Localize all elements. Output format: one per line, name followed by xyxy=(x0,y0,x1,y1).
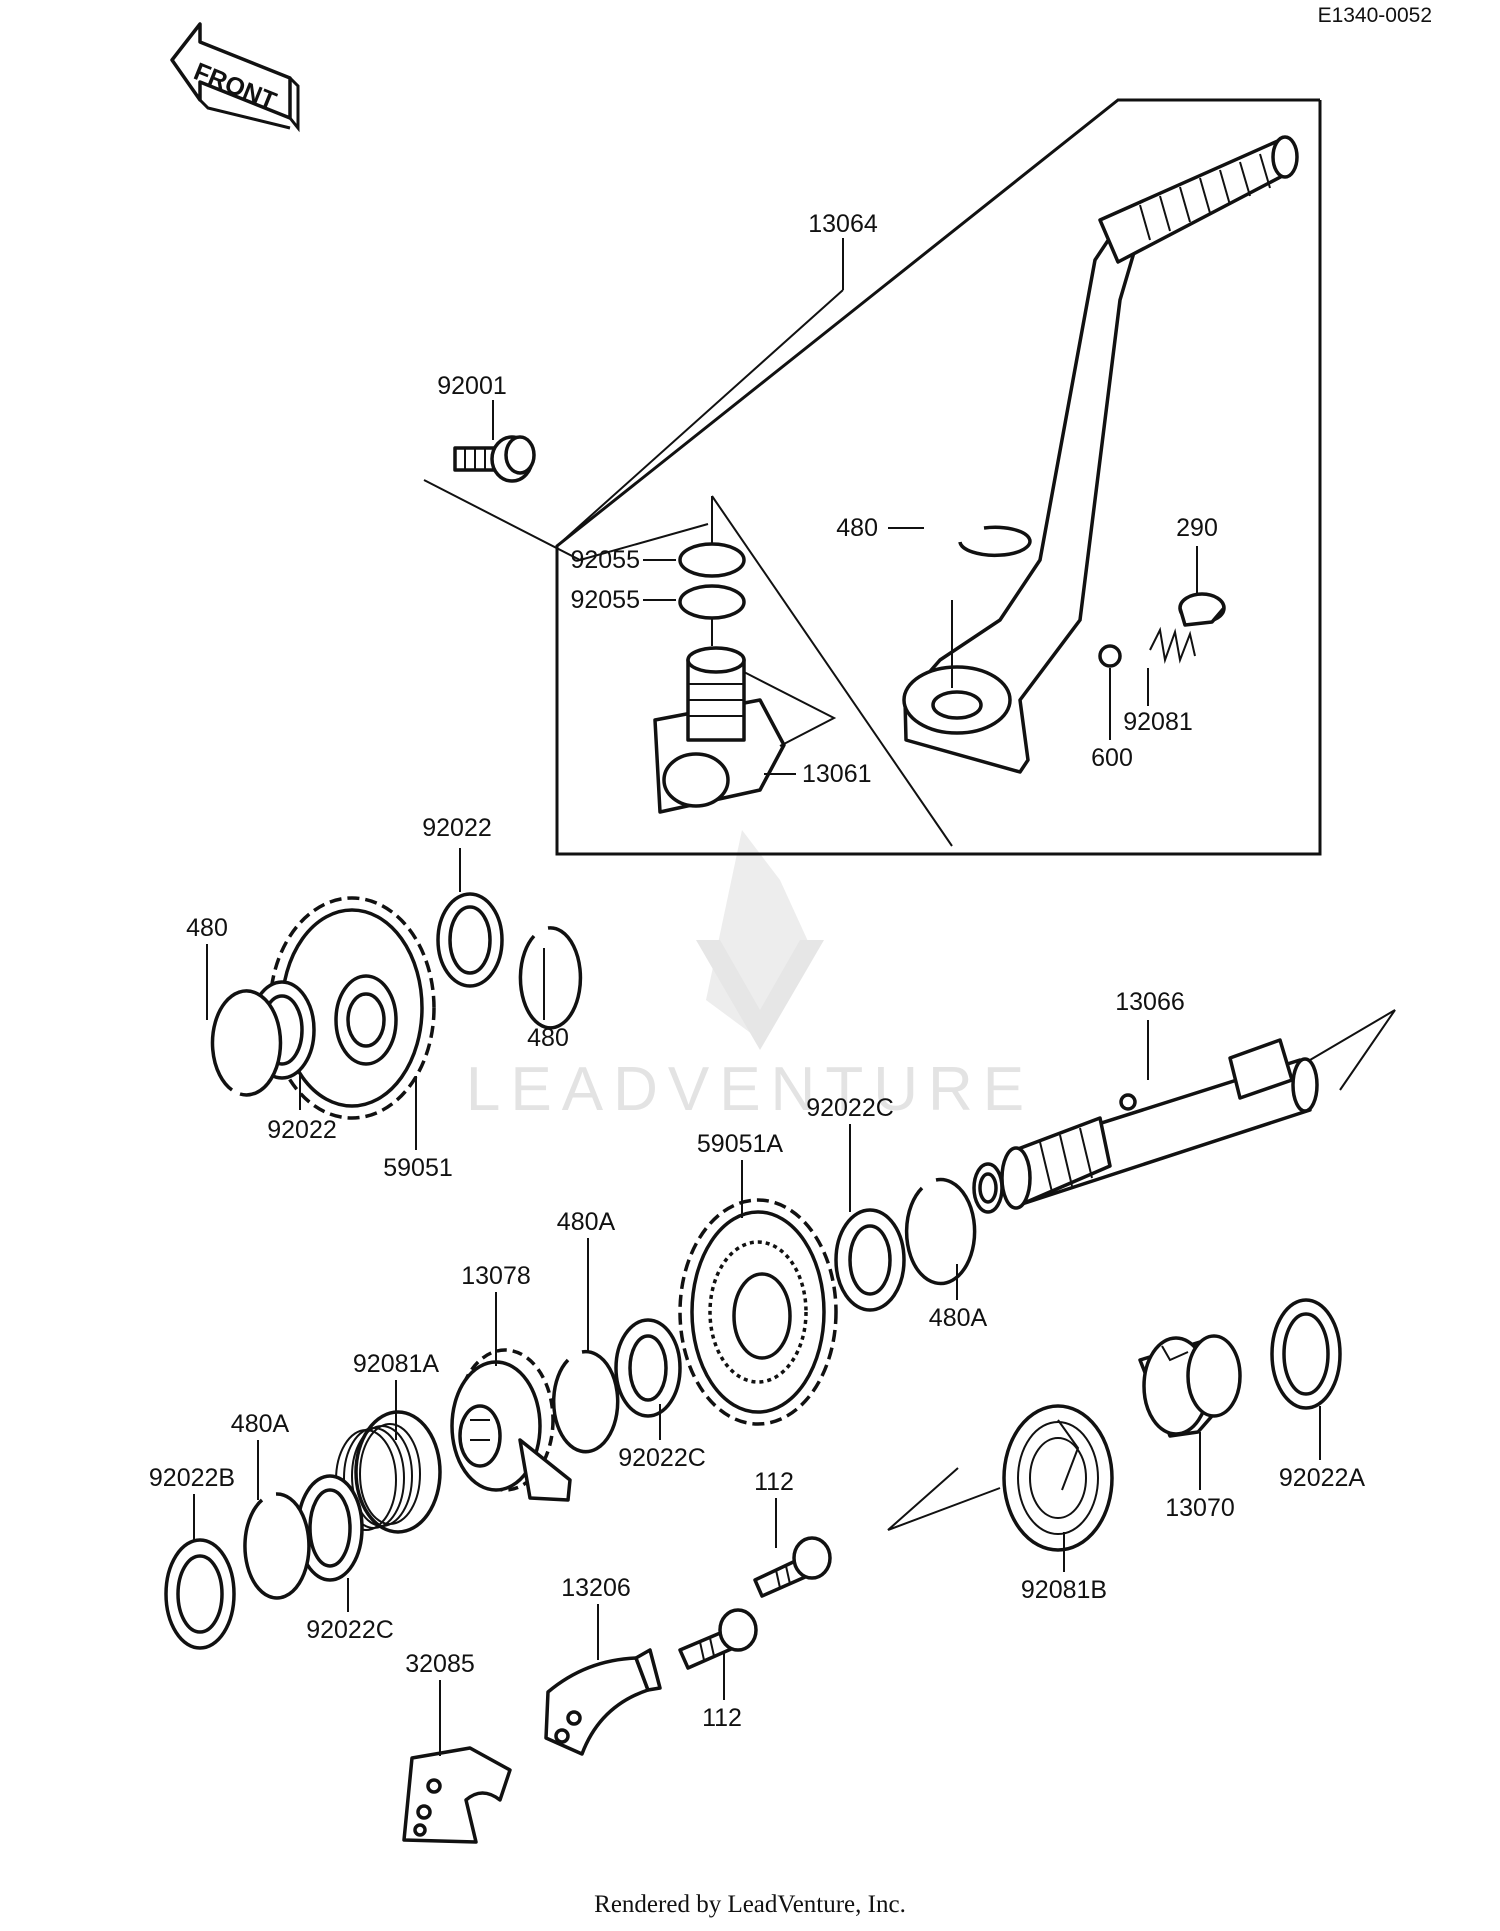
circlip-480A-right xyxy=(904,1177,977,1286)
assembly-guide-line xyxy=(711,495,953,847)
bolt-92001 xyxy=(453,400,536,483)
circlip-480-left xyxy=(210,989,283,1097)
washer-92022C-low xyxy=(296,1474,364,1582)
o-ring-92055-upper xyxy=(678,542,746,578)
circlip-480-top xyxy=(958,525,1032,558)
label-13064: 13064 xyxy=(808,210,878,238)
label-92022-left: 92022 xyxy=(267,1116,337,1144)
label-13206: 13206 xyxy=(561,1574,631,1602)
label-480A-right: 480A xyxy=(929,1304,988,1332)
label-600: 600 xyxy=(1091,744,1133,772)
washer-92022-top xyxy=(436,892,504,988)
watermark-text: LEADVENTURE xyxy=(466,1055,1034,1124)
front-arrow-icon: FRONT xyxy=(170,22,300,133)
label-112-top: 112 xyxy=(754,1468,794,1496)
circlip-480A-top xyxy=(551,1349,620,1454)
washer-92022C-upper xyxy=(834,1208,906,1312)
label-13070: 13070 xyxy=(1165,1494,1235,1522)
label-480-right: 480 xyxy=(527,1024,569,1052)
label-480A-top: 480A xyxy=(557,1208,616,1236)
bolt-112-low xyxy=(678,1608,758,1670)
plug-290 xyxy=(1178,592,1226,627)
leader-92001-assembly xyxy=(423,479,709,562)
label-92055-a: 92055 xyxy=(570,546,640,574)
gear-59051 xyxy=(268,896,436,1120)
bolt-112-top xyxy=(753,1536,832,1598)
label-92055-b: 92055 xyxy=(570,586,640,614)
guide-32085 xyxy=(402,1746,512,1844)
label-92081: 92081 xyxy=(1123,708,1193,736)
diagram-code: E1340-0052 xyxy=(1318,4,1432,27)
watermark: LEADVENTURE xyxy=(466,830,1034,1124)
spring-92081B xyxy=(1002,1404,1114,1552)
circlip-480A-left xyxy=(243,1492,311,1600)
leader-13061-b xyxy=(743,671,837,747)
kick-boss-13061 xyxy=(653,646,786,814)
label-13066: 13066 xyxy=(1115,988,1185,1016)
label-92022-top: 92022 xyxy=(422,814,492,842)
label-92001: 92001 xyxy=(437,372,507,400)
washer-92022A xyxy=(1270,1298,1342,1410)
label-112-low: 112 xyxy=(702,1704,742,1732)
ball-600 xyxy=(1098,644,1122,668)
o-ring-92055-lower xyxy=(678,584,746,620)
kick-pedal-assembly-frame xyxy=(555,98,1322,856)
label-92081A: 92081A xyxy=(353,1350,440,1378)
circlip-480-right xyxy=(518,926,583,1030)
label-290: 290 xyxy=(1176,514,1218,542)
label-92022A: 92022A xyxy=(1279,1464,1366,1492)
spring-92081 xyxy=(1149,626,1196,664)
label-92022C-mid: 92022C xyxy=(618,1444,706,1472)
gear-59051A xyxy=(678,1198,838,1426)
label-32085: 32085 xyxy=(405,1650,475,1678)
shaft-axis-arrow-lower xyxy=(887,1467,1001,1531)
label-92022C-low: 92022C xyxy=(306,1616,394,1644)
label-13078: 13078 xyxy=(461,1262,531,1290)
plate-13206 xyxy=(544,1648,662,1756)
label-92022B: 92022B xyxy=(149,1464,235,1492)
kick-pedal-lever xyxy=(902,135,1299,774)
label-92022C-top: 92022C xyxy=(806,1094,894,1122)
label-92081B: 92081B xyxy=(1021,1576,1107,1604)
footer-credit: Rendered by LeadVenture, Inc. xyxy=(594,1891,906,1918)
washer-92022B xyxy=(164,1538,236,1650)
shaft-axis-arrow xyxy=(1309,1009,1396,1091)
collar-13070 xyxy=(1138,1334,1242,1438)
label-59051: 59051 xyxy=(383,1154,453,1182)
label-59051A: 59051A xyxy=(697,1130,784,1158)
label-13061: 13061 xyxy=(802,760,872,788)
ratchet-13078 xyxy=(450,1348,572,1502)
spring-92081A xyxy=(335,1410,442,1534)
kick-shaft-13066 xyxy=(972,1038,1319,1214)
label-480-top: 480 xyxy=(836,514,878,542)
washer-92022C-mid xyxy=(614,1318,682,1418)
label-480A-left: 480A xyxy=(231,1410,290,1438)
label-480-left: 480 xyxy=(186,914,228,942)
